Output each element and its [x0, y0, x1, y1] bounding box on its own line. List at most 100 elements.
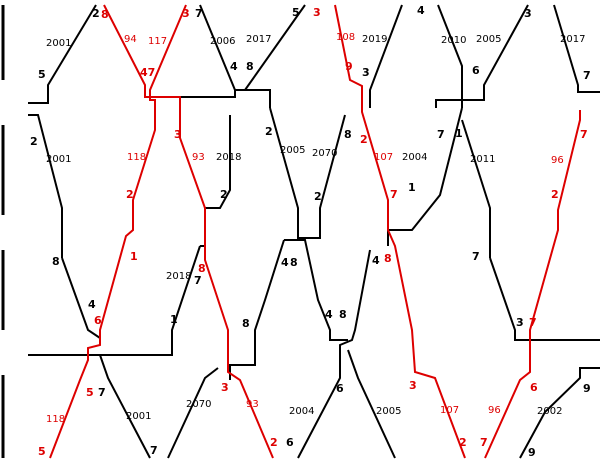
label: 7	[98, 386, 106, 399]
label: 2017	[246, 34, 271, 45]
strand	[150, 90, 236, 98]
label: 5	[86, 386, 94, 399]
label: 8	[246, 60, 254, 73]
label: 5	[292, 6, 300, 19]
strand	[269, 107, 346, 239]
red-strand	[49, 4, 581, 459]
label: 2	[126, 188, 134, 201]
label: 94	[124, 34, 137, 45]
label: 2004	[402, 152, 427, 163]
label: 2001	[46, 38, 71, 49]
strand	[199, 4, 271, 108]
label: 1	[130, 250, 138, 263]
label: 1	[455, 127, 463, 140]
label: 7	[583, 69, 591, 82]
label: 7	[437, 128, 445, 141]
label: 2017	[560, 34, 585, 45]
label: 3	[409, 379, 417, 392]
label: 6	[286, 436, 294, 449]
strand	[229, 239, 285, 380]
label: 8	[384, 252, 392, 265]
label: 8	[290, 256, 298, 269]
strand	[28, 114, 63, 258]
strand	[435, 4, 529, 108]
label: 2002	[537, 406, 562, 417]
label: 8	[198, 262, 206, 275]
label: 4	[230, 60, 238, 73]
label: 2001	[46, 154, 71, 165]
strand	[387, 107, 463, 246]
label: 7	[472, 250, 480, 263]
label: 2004	[289, 406, 314, 417]
label: 2001	[126, 411, 151, 422]
strand	[244, 4, 306, 91]
label: 8	[344, 128, 352, 141]
strand	[284, 239, 348, 341]
label: 2019	[362, 34, 387, 45]
label: 3	[174, 128, 182, 141]
strand	[437, 4, 463, 108]
strand	[519, 367, 600, 459]
label: 2005	[280, 145, 305, 156]
strand	[167, 367, 219, 459]
label: 2005	[476, 34, 501, 45]
strand	[61, 257, 101, 339]
label: 9	[345, 60, 353, 73]
label: 118	[127, 152, 146, 163]
label: 8	[242, 317, 250, 330]
strand-red	[49, 4, 187, 459]
label: 3	[524, 7, 532, 20]
label: 6	[336, 382, 344, 395]
label: 7	[194, 274, 202, 287]
label: 6	[94, 314, 102, 327]
labels-black: 2 2001 5 7 2006 2017 4 8 5 2019 3 4 2010…	[30, 4, 591, 459]
black-strands	[1, 4, 600, 459]
label: 93	[192, 152, 205, 163]
label: 1	[408, 181, 416, 194]
strand-red	[179, 110, 274, 459]
label: 7	[150, 444, 158, 457]
label: 1	[170, 313, 178, 326]
strand-red	[484, 110, 581, 459]
label: 8	[101, 8, 109, 21]
label: 9	[528, 446, 536, 459]
strand-red	[334, 4, 466, 459]
label: 2018	[166, 271, 191, 282]
strand	[339, 249, 371, 365]
label: 3	[182, 7, 190, 20]
label: 3	[516, 316, 524, 329]
label: 2	[314, 190, 322, 203]
label: 5	[38, 445, 46, 458]
strand	[99, 354, 151, 459]
label: 3	[221, 381, 229, 394]
label: 2	[551, 188, 559, 201]
label: 8	[339, 308, 347, 321]
label: 2	[92, 7, 100, 20]
label: 2018	[216, 152, 241, 163]
strand	[553, 4, 600, 93]
strand	[489, 257, 600, 341]
label: 4	[281, 256, 289, 269]
label: 117	[148, 36, 167, 47]
label: 9	[583, 382, 591, 395]
strand-red	[103, 4, 181, 110]
label: 93	[246, 399, 259, 410]
strand	[369, 4, 403, 108]
label: 2	[270, 436, 278, 449]
label: 8	[52, 255, 60, 268]
label: 108	[336, 32, 355, 43]
label: 2	[360, 133, 368, 146]
label: 4	[325, 308, 333, 321]
label: 6	[472, 64, 480, 77]
label: 3	[313, 6, 321, 19]
strand	[28, 4, 97, 104]
label: 7	[195, 7, 203, 20]
label: 7	[480, 436, 488, 449]
label: 3	[362, 66, 370, 79]
label: 2	[265, 125, 273, 138]
strand	[297, 365, 341, 459]
label: 7	[580, 128, 588, 141]
label: 7	[529, 316, 537, 329]
label: 6	[530, 381, 538, 394]
